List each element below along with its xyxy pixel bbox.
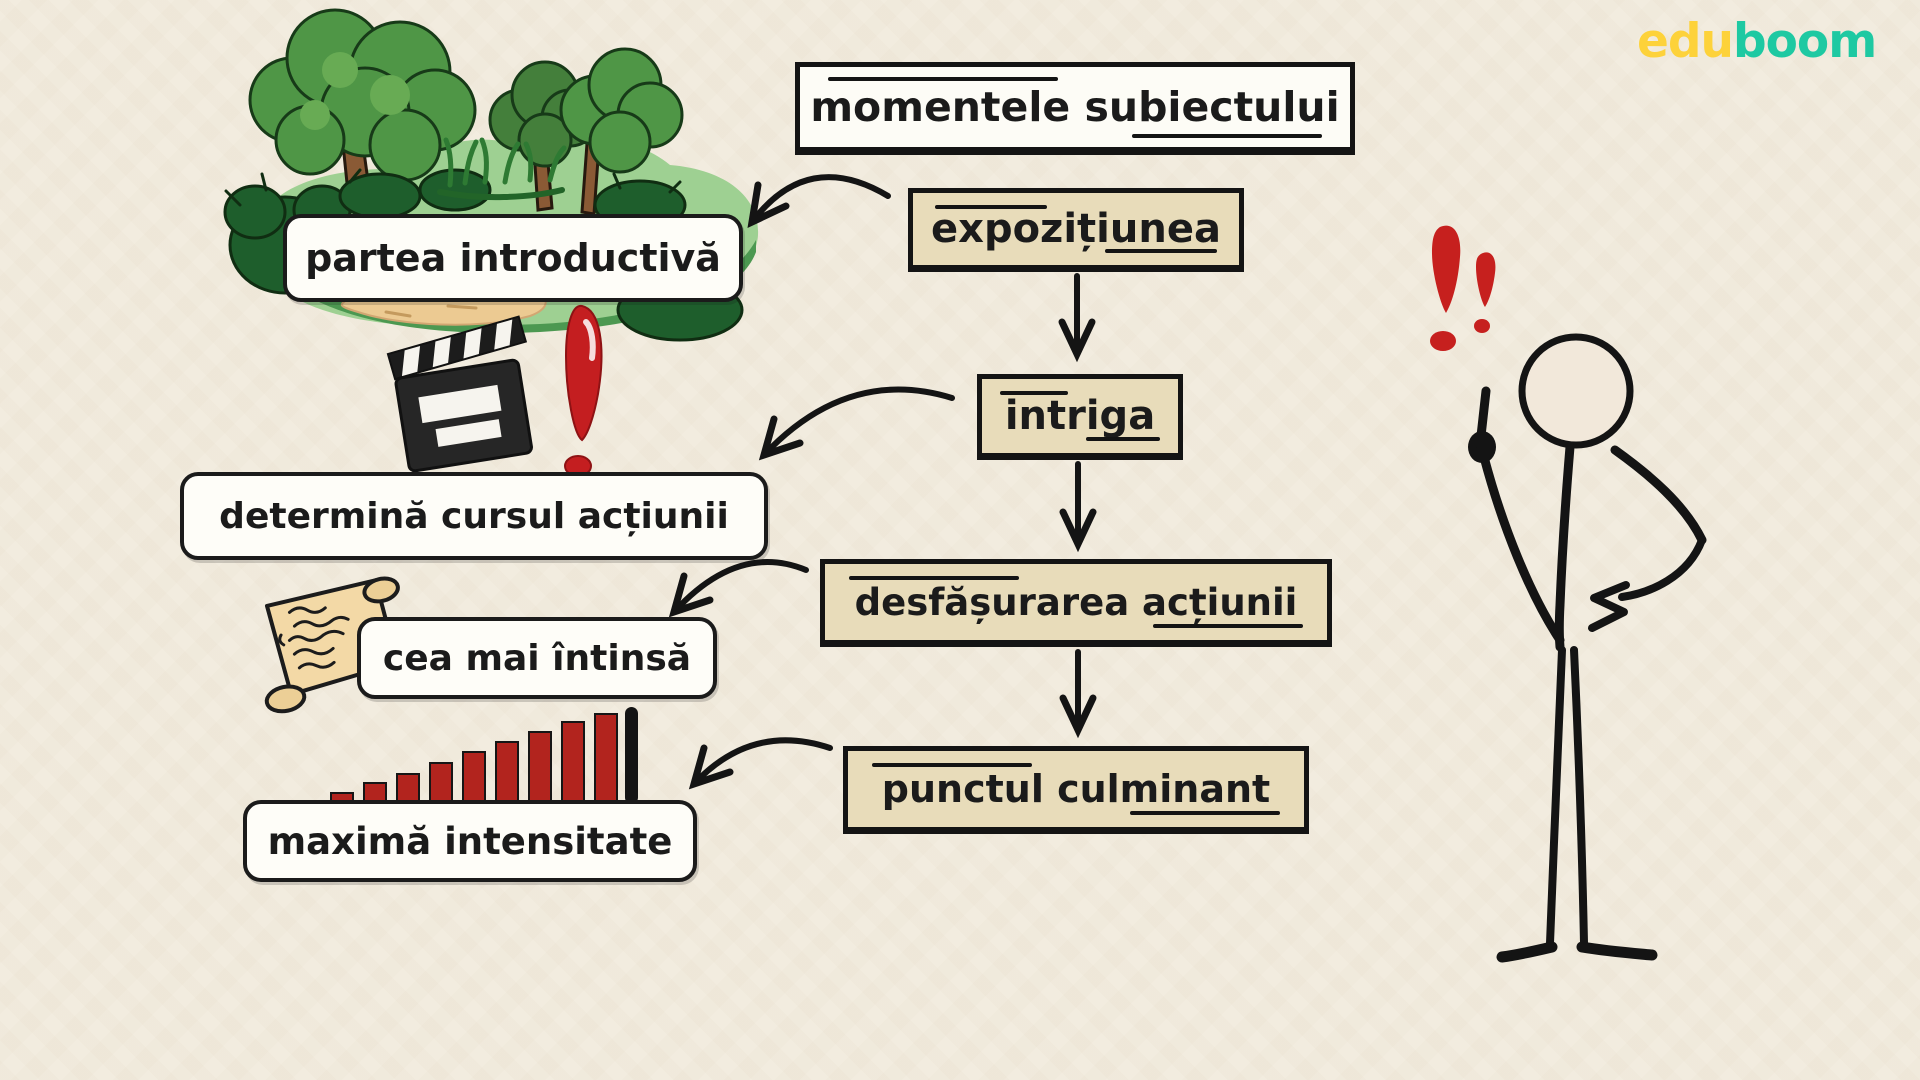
decorative-line	[1000, 391, 1068, 395]
stage-box-punctul-culminant: punctul culminant	[843, 746, 1309, 834]
intensity-bar	[363, 782, 387, 804]
decorative-underline	[1105, 249, 1217, 253]
intensity-bar	[561, 720, 585, 804]
red-double-exclamation-icon	[1430, 225, 1496, 351]
decorative-underline	[1132, 134, 1322, 138]
note-box-cea-mai-intinsa: cea mai întinsă	[357, 617, 717, 699]
decorative-line	[935, 205, 1047, 209]
decorative-underline	[1130, 811, 1280, 815]
intensity-bar	[594, 712, 618, 804]
red-exclamation-icon	[564, 304, 603, 477]
note-label: maximă intensitate	[267, 819, 673, 863]
note-box-maxima-intensitate: maximă intensitate	[243, 800, 697, 882]
stage-label: expozițiunea	[931, 206, 1221, 252]
movie-clapperboard-icon	[386, 315, 533, 473]
decorative-line	[828, 77, 1058, 81]
note-label: determină cursul acțiunii	[219, 495, 729, 537]
stage-box-expozitiunea: expozițiunea	[908, 188, 1244, 272]
intensity-bar	[330, 792, 354, 804]
decorative-line	[849, 576, 1019, 580]
note-box-partea-introductiva: partea introductivă	[283, 214, 743, 302]
intensity-bar	[429, 761, 453, 804]
stage-box-desfasurarea: desfășurarea acțiunii	[820, 559, 1332, 647]
eduboom-logo: eduboom	[1637, 14, 1877, 69]
decorative-line	[872, 763, 1032, 767]
stage-label: punctul culminant	[881, 767, 1271, 811]
note-label: partea introductivă	[305, 236, 721, 280]
intensity-bar	[528, 730, 552, 804]
note-box-determina-cursul: determină cursul acțiunii	[180, 472, 768, 560]
logo-boom: boom	[1732, 14, 1877, 69]
note-label: cea mai întinsă	[382, 637, 692, 679]
intensity-bar	[495, 741, 519, 804]
pointing-stickman-illustration	[1430, 225, 1707, 963]
decorative-underline	[1086, 437, 1160, 441]
intensity-bar	[396, 772, 420, 804]
title-box: momentele subiectului	[795, 62, 1355, 155]
stage-label: desfășurarea acțiunii	[854, 580, 1298, 624]
intensity-bar	[462, 751, 486, 804]
stage-label: intriga	[1004, 393, 1156, 439]
page-title: momentele subiectului	[810, 83, 1340, 131]
intensity-bars	[330, 706, 618, 804]
intensity-bar-chart	[330, 706, 652, 804]
chart-axis-line	[625, 707, 638, 804]
logo-edu: edu	[1637, 14, 1734, 69]
decorative-underline	[1153, 624, 1303, 628]
stage-box-intriga: intriga	[977, 374, 1183, 460]
